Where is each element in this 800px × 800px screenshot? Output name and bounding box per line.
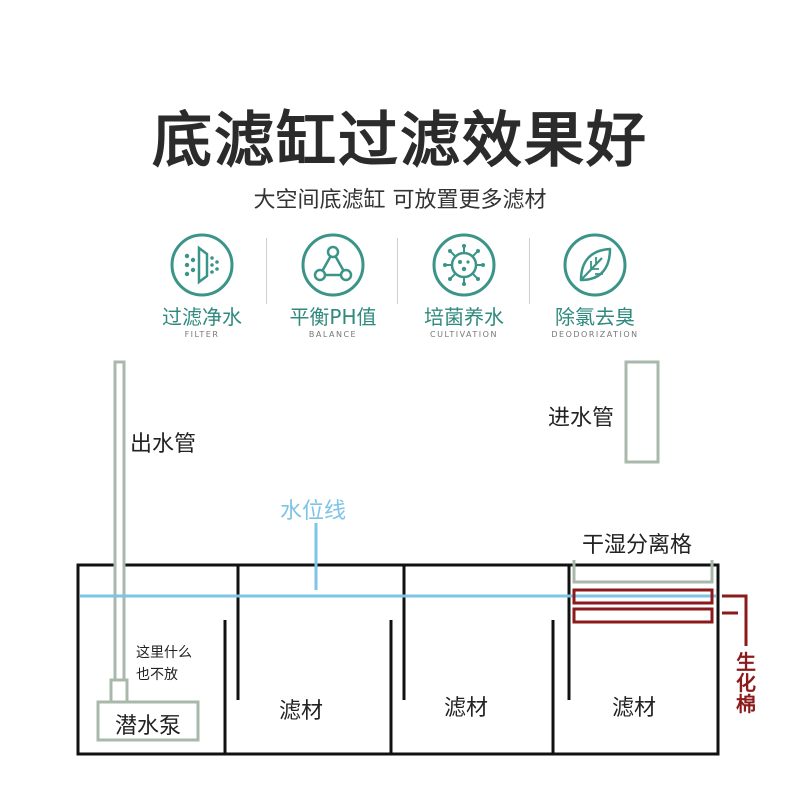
page-title: 底滤缸过滤效果好 (152, 106, 648, 176)
bio-sponge-label-char: 化 (736, 671, 756, 695)
bio-sponge-layer (572, 607, 714, 624)
feature-balance: 平衡PH值 BALANCE (268, 232, 398, 347)
dry-wet-separator-label: 干湿分离格 (582, 533, 693, 558)
feature-label: 平衡PH值 (289, 305, 377, 329)
bacteria-icon (432, 233, 496, 297)
bio-sponge-label: 生 化 棉 (734, 652, 758, 715)
empty-chamber-note: 这里什么 也不放 (136, 642, 192, 686)
pump-neck (109, 678, 129, 704)
submersible-pump (96, 700, 200, 742)
filter-icon (170, 233, 234, 297)
tank-outline (76, 563, 720, 756)
pump-label: 潜水泵 (114, 714, 181, 739)
leaf-icon (563, 233, 627, 297)
empty-chamber-note-line: 这里什么 (136, 645, 192, 661)
feature-sublabel: FILTER (184, 330, 220, 339)
filter-media-label: 滤材 (612, 696, 657, 721)
feature-sublabel: BALANCE (308, 330, 358, 339)
molecule-icon (301, 233, 365, 297)
feature-label: 过滤净水 (162, 305, 242, 329)
feature-label: 培菌养水 (424, 305, 504, 329)
filter-media-label: 滤材 (279, 699, 324, 724)
feature-sublabel: CULTIVATION (430, 330, 498, 339)
bio-sponge-label-char: 生 (736, 650, 756, 674)
feature-deodorization: 除氯去臭 DEODORIZATION (530, 232, 660, 347)
inlet-pipe-label: 进水管 (548, 406, 615, 431)
bio-sponge-label-char: 棉 (736, 692, 756, 716)
water-level-label: 水位线 (280, 499, 347, 524)
feature-cultivation: 培菌养水 CULTIVATION (399, 232, 529, 347)
outlet-pipe (113, 360, 126, 682)
feature-divider (397, 238, 398, 304)
bio-sponge-layer (572, 588, 714, 605)
inlet-pipe (624, 360, 660, 464)
outlet-pipe-label: 出水管 (130, 432, 197, 457)
empty-chamber-note-line: 也不放 (136, 667, 178, 683)
filter-media-label: 滤材 (444, 696, 489, 721)
feature-sublabel: DEODORIZATION (551, 330, 639, 339)
feature-label: 除氯去臭 (555, 305, 635, 329)
page-subtitle: 大空间底滤缸 可放置更多滤材 (253, 188, 547, 213)
feature-divider (266, 238, 267, 304)
feature-divider (529, 238, 530, 304)
bio-sponge-bracket (722, 594, 748, 646)
feature-filter: 过滤净水 FILTER (137, 232, 267, 347)
dry-wet-separator-bracket (572, 560, 714, 584)
